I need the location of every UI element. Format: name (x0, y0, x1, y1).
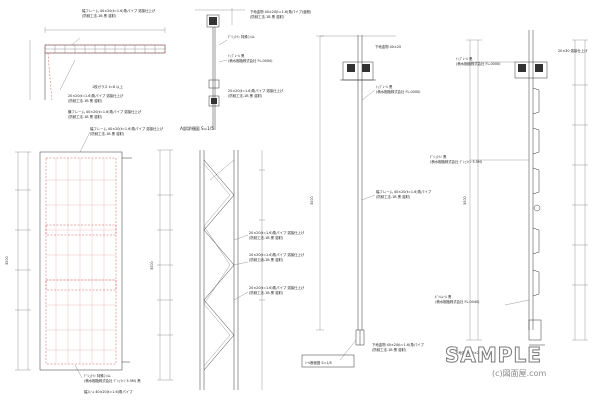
top-plan-callout-4: (防錆工法-1B 黒 溶射) (68, 98, 103, 103)
right-callout-9: 下地金物 40×20(t=1.6)角パイプ (372, 342, 424, 347)
right-col-dim-main: 3000 (463, 196, 467, 205)
right-scale-label: ｼｰﾙ断面図 S=1/5 (305, 360, 332, 365)
elevation-callout-2: (防錆工法-1B 黒 溶射) (90, 131, 125, 136)
right-callout-1: ﾄｯﾌﾟﾚｰﾙ 黒 (376, 84, 393, 89)
small-section-view: 下地金物 40×20(t=1.6)角パイプ(亜鉛) (防錆工法-1B 黒 溶射)… (180, 8, 312, 132)
lattice-callout-6: (防錆工法-1B 黒 溶射) (249, 290, 284, 295)
right-callout-7: ﾎﾞﾄﾑﾚｰﾙ 黒 (435, 295, 452, 299)
right-col-callout-2: (積水樹脂株式会社 FL-0000) (456, 61, 501, 66)
sample-watermark: SAMPLE (c)図面屋.com (445, 343, 547, 379)
elevation-dim-main: 3000 (5, 256, 9, 265)
section-callout-4: ﾄｯﾌﾟﾚｰﾙ 黒 (228, 53, 245, 58)
section-callout-3: ﾃﾞｼｭﾗｲﾝ 特殊ﾌｨﾙﾑ (228, 34, 255, 39)
top-plan-callout-1b: (防錆工法-1B 黒 溶射) (82, 13, 117, 18)
right-dim-main: 3000 (310, 196, 314, 205)
right-top-label: 下地金物 40×20 (375, 44, 401, 49)
section-callout-5: (積水樹脂株式会社 FL-0000) (228, 58, 273, 63)
watermark-sub: (c)図面屋.com (492, 369, 546, 378)
right-callout-3: ﾃﾞｼｭﾗｲﾝ 黒 (430, 154, 447, 159)
top-plan-callout-6: (防錆工法-1B 黒 溶射) (68, 114, 103, 119)
lattice-dim-main: 3000 (150, 261, 154, 270)
lattice-view: 20×20(t=1.6)角パイプ 溶接仕上げ (防錆工法-1B 黒 溶射) 20… (74, 149, 305, 394)
elevation-callout-1: 幅フレーム 40×20(t=1.6)角パイプ 溶接仕上げ (90, 126, 164, 131)
section-callout-7: (防錆工法-1B 黒 溶射) (228, 93, 263, 98)
right-bottom-label: 下地金物 40×20 (455, 350, 481, 355)
top-plan-view: 幅フレーム 40×20(t=1.6)角パイプ 溶接仕上げ (防錆工法-1B 黒 … (29, 8, 166, 119)
lattice-bottom-1: ﾃﾞｼｭﾗｲﾝ 特殊ﾌｨﾙﾑ (84, 373, 111, 378)
lattice-bottom-2: (積水樹脂株式会社 ﾃﾞｼｭﾗｲﾝ 5.5M) 黒 (84, 378, 141, 383)
right-col-callout-1: ﾄｯﾌﾟﾚｰﾙ 黒 (456, 56, 473, 61)
lattice-callout-4: (防錆工法-1B 黒 溶射) (249, 257, 284, 262)
watermark-text: SAMPLE (445, 343, 542, 367)
top-plan-callout-2: 1枚ガラス t=8 以上 (92, 84, 124, 89)
section-callout-2: (防錆工法-1B 黒 溶射) (250, 14, 285, 19)
right-side-1: 20×30 溶接仕上げ (558, 48, 588, 53)
right-callout-4: (積水樹脂株式会社 ﾃﾞｼｭﾗｲﾝ 5.5M) (430, 159, 483, 164)
section-callout-1: 下地金物 40×20(t=1.6)角パイプ(亜鉛) (250, 9, 312, 14)
lattice-callout-2: (防錆工法-1B 黒 溶射) (249, 235, 284, 240)
right-section-right-column: ﾄｯﾌﾟﾚｰﾙ 黒 (積水樹脂株式会社 FL-0000) ﾃﾞｼｭﾗｲﾝ 黒 (… (430, 30, 588, 355)
section-scale-label: A部詳細図 S=1/5 (180, 125, 214, 132)
front-elevation-view: 幅フレーム 40×20(t=1.6)角パイプ 溶接仕上げ (防錆工法-1B 黒 … (5, 126, 164, 371)
right-callout-8: (積水樹脂株式会社 FL-0040) (435, 299, 480, 304)
top-plan-callout-5: 横フレーム 40×20(t=1.6)角パイプ 溶接仕上げ (68, 109, 142, 114)
top-plan-callout-3: 20×20(t=1.6)角パイプ 溶接仕上げ (68, 93, 124, 98)
lattice-callout-3: 20×20(t=1.6)角パイプ 溶接仕上げ (249, 252, 305, 257)
top-plan-callout-1: 幅フレーム 40×20(t=1.6)角パイプ 溶接仕上げ (82, 8, 156, 13)
lattice-callout-1: 20×20(t=1.6)角パイプ 溶接仕上げ (249, 230, 305, 235)
right-callout-6: (防錆工法-1B 黒 溶射) (376, 194, 411, 199)
section-callout-6: 20×20(t=1.6)角パイプ 溶接仕上げ (228, 88, 284, 93)
lattice-bottom-3: 幅ﾌﾚｰﾑ 40×20(t=1.6)角パイプ (84, 389, 133, 394)
right-section-left-column: 下地金物 40×20 ﾄｯﾌﾟﾚｰﾙ 黒 (積水樹脂株式会社 FL-0000) … (301, 35, 432, 368)
right-callout-5: 幅フレーム 40×20(t=1.6)角パイプ (376, 189, 432, 194)
right-callout-2: (積水樹脂株式会社 FL-0000) (376, 89, 421, 94)
right-callout-10: (防錆工法-1B 黒 溶射) (372, 347, 407, 352)
lattice-callout-5: 20×20(t=1.6)角パイプ 溶接仕上げ (249, 285, 305, 290)
